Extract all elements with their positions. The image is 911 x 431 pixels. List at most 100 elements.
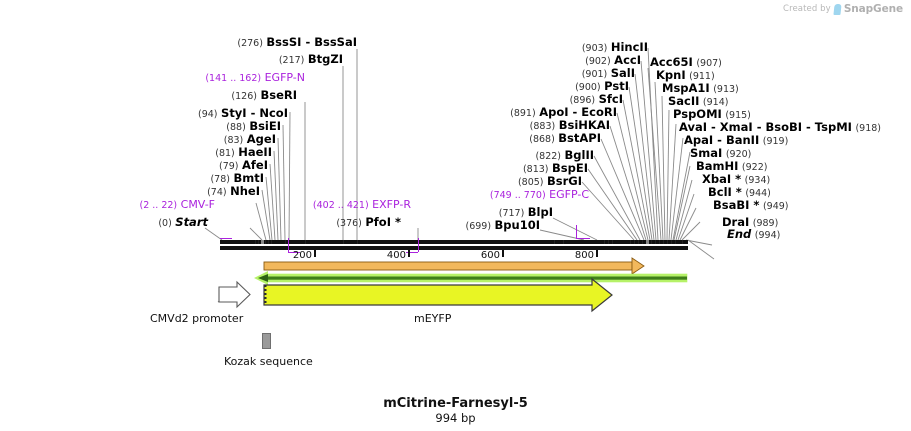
ruler-label-200: 200 [292, 250, 312, 261]
site-label-sacii: SacII (914) [668, 94, 729, 108]
site-label-agei: (83) AgeI [223, 132, 276, 146]
site-label-bsabi: BsaBI * (949) [713, 198, 789, 212]
cut-mark [642, 240, 643, 244]
ruler-label-600: 600 [480, 250, 500, 261]
cut-mark [659, 240, 660, 244]
cut-mark [634, 240, 635, 244]
watermark-brand: SnapGene [843, 3, 903, 15]
site-label-pfoi: (376) PfoI * [336, 215, 401, 229]
cut-mark [646, 240, 649, 244]
site-label-pspomi: PspOMI (915) [673, 107, 751, 121]
site-label-bseri: (126) BseRI [231, 88, 297, 102]
cut-mark [258, 240, 259, 244]
cut-mark [608, 240, 609, 244]
watermark-created-by: Created by [783, 4, 831, 14]
site-label-drai: DraI (989) [722, 215, 779, 229]
cut-mark [285, 240, 286, 244]
marker-label-end: End (994) [727, 227, 781, 241]
primer-bracket-egfp-n [288, 252, 300, 253]
site-label-apoi-ecori: (891) ApoI - EcoRI [510, 105, 617, 119]
page-title: mCitrine-Farnesyl-5 [383, 396, 528, 411]
site-label-bsrgi: (805) BsrGI [517, 174, 582, 188]
ruler-tick [314, 250, 316, 257]
primer-label-exfp-r: (402 .. 421) EXFP-R [312, 198, 411, 211]
site-label-hincii: (903) HincII [581, 40, 648, 54]
cut-mark [357, 240, 358, 244]
site-label-xbai: XbaI * (934) [702, 172, 771, 186]
site-label-bsihkai: (883) BsiHKAI [529, 118, 610, 132]
cut-mark [638, 240, 639, 244]
cut-mark [675, 240, 676, 244]
site-label-haeii: (81) HaeII [215, 145, 272, 159]
site-label-bcli: BclI * (944) [708, 185, 771, 199]
site-label-sali: (901) SalI [581, 66, 635, 80]
primer-bracket-exfp-r-stem [418, 238, 419, 252]
site-label-apai-banii: ApaI - BanII (919) [684, 133, 789, 147]
site-label-bspei: (813) BspEI [522, 161, 588, 175]
site-label-kpni: KpnI (911) [656, 68, 715, 82]
marker-label-start: (0) Start [158, 215, 208, 229]
ruler-label-800: 800 [574, 250, 594, 261]
feature-label-meyfp: mEYFP [414, 312, 452, 325]
site-label-bglii: (822) BglII [535, 148, 594, 162]
cut-mark [554, 240, 555, 244]
site-label-avai-xmai-bsobi-tspmi: AvaI - XmaI - BsoBI - TspMI (918) [679, 120, 881, 134]
cut-mark [630, 240, 631, 244]
primer-bracket-egfp-c [576, 238, 590, 239]
cut-mark [343, 240, 344, 244]
sequence-length: 994 bp [435, 411, 476, 425]
ruler-label-400: 400 [386, 250, 406, 261]
sequence-backbone-bottom [220, 246, 688, 250]
ruler-tick [596, 250, 598, 257]
cut-mark [671, 240, 672, 244]
cut-mark [651, 240, 652, 244]
site-label-styi-ncoi: (94) StyI - NcoI [198, 106, 288, 120]
cut-mark [255, 240, 256, 244]
cut-mark [271, 240, 272, 244]
site-label-mspa1i: MspA1I (913) [662, 81, 739, 95]
primer-bracket-egfp-n-stem [288, 238, 289, 252]
cut-mark [563, 240, 564, 244]
cmvd2-promoter-arrow [218, 280, 251, 309]
site-label-btgzi: (217) BtgZI [278, 52, 343, 66]
feature-label-kozak-sequence: Kozak sequence [224, 355, 313, 368]
cut-mark [612, 240, 613, 244]
green-arrow-left [254, 271, 688, 285]
cut-mark [663, 240, 664, 244]
site-label-smai: SmaI (920) [690, 146, 752, 160]
site-label-nhei: (74) NheI [207, 184, 260, 198]
snapgene-logo-icon [833, 3, 842, 15]
snapgene-watermark: Created by SnapGene [783, 3, 903, 15]
meyfp-arrow [263, 277, 613, 313]
site-label-bsiei: (88) BsiEI [226, 119, 281, 133]
primer-bracket-exfp-r [406, 252, 418, 253]
cut-mark [305, 240, 306, 244]
ruler-tick [502, 250, 504, 257]
kozak-sequence-box [262, 333, 271, 349]
cut-mark [604, 240, 605, 244]
site-label-bstapi: (868) BstAPI [529, 131, 601, 145]
cut-mark [655, 240, 656, 244]
primer-label-egfp-n: (141 .. 162) EGFP-N [205, 71, 305, 84]
cut-mark [261, 240, 264, 244]
site-label-bamhi: BamHI (922) [696, 159, 768, 173]
cut-mark [265, 240, 266, 244]
primer-label-egfp-c: (749 .. 770) EGFP-C [489, 188, 589, 201]
site-label-psti: (900) PstI [575, 79, 629, 93]
site-label-bmti: (78) BmtI [210, 171, 264, 185]
site-label-bpu10i: (699) Bpu10I [465, 218, 540, 232]
cut-mark [682, 240, 683, 244]
site-label-sfci: (896) SfcI [569, 92, 623, 106]
sequence-backbone-top [220, 240, 688, 244]
primer-bracket-cmv-f [220, 238, 232, 239]
feature-label-cmvd2-promoter: CMVd2 promoter [150, 312, 244, 325]
site-label-acci: (902) AccI [585, 53, 641, 67]
site-label-acc65i: Acc65I (907) [650, 55, 722, 69]
cut-mark [667, 240, 668, 244]
site-label-afei: (79) AfeI [219, 158, 268, 172]
ruler-tick [408, 250, 410, 257]
primer-bracket-egfp-c-stem [576, 225, 577, 239]
sequence-ruler: 200 400 600 800 [220, 250, 688, 266]
site-label-blpi: (717) BlpI [498, 205, 553, 219]
